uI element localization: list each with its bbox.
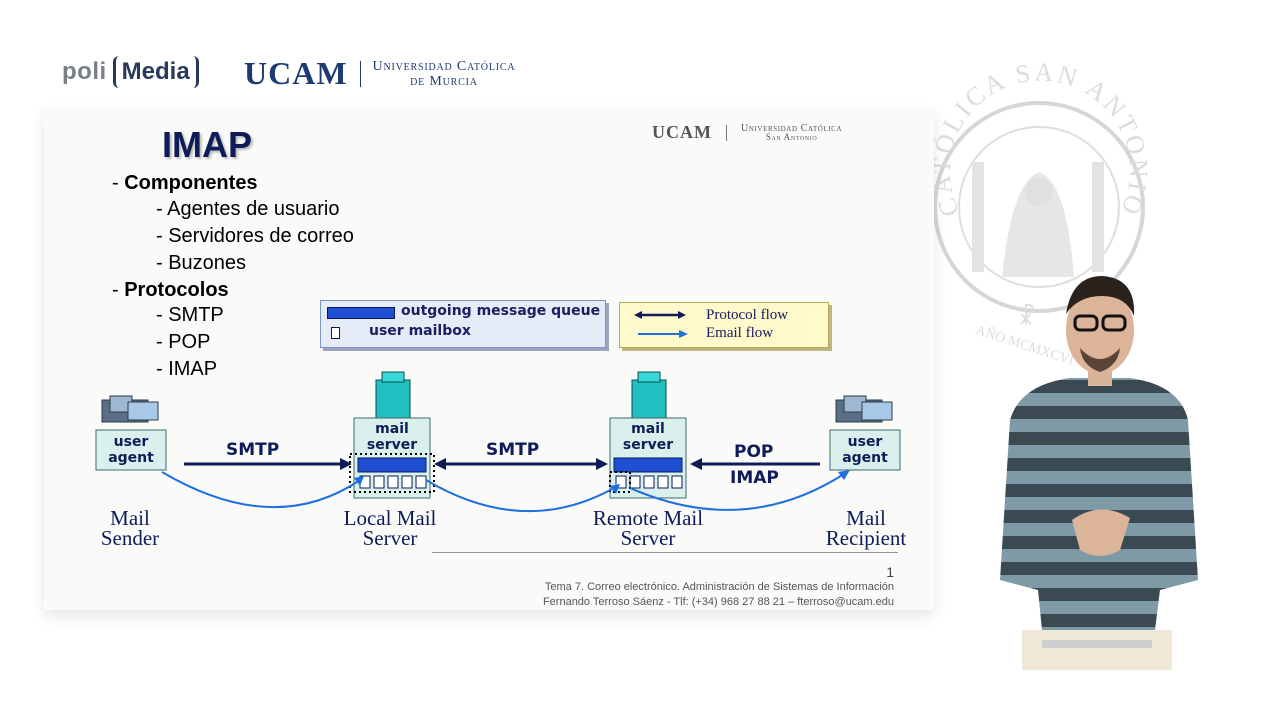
sender-agent-label: user agent xyxy=(108,434,154,466)
local-mailboxes xyxy=(359,475,427,489)
mail-recipient-label: Mail Recipient xyxy=(825,506,907,550)
slide-university-line1: Universidad Católica xyxy=(741,122,843,134)
mailbox-swatch xyxy=(331,327,340,339)
sub-bullet: - SMTP xyxy=(156,304,224,326)
university-line2: de Murcia xyxy=(410,73,478,89)
queue-legend: outgoing message queue user mailbox xyxy=(320,300,606,348)
email-flow-diagram xyxy=(95,371,901,513)
slide-university-line2: San Antonio xyxy=(765,131,818,142)
remote-mail-server-label: Remote Mail Server xyxy=(592,506,704,550)
sub-bullet-label: IMAP xyxy=(168,358,218,380)
protocol-flow-label: Protocol flow xyxy=(706,307,789,323)
queue-swatch xyxy=(327,307,395,319)
footer-line-2: Fernando Terroso Sáenz - Tlf: (+34) 968 … xyxy=(542,596,894,608)
university-line1: Universidad Católica xyxy=(372,58,516,74)
seal-chi-rho-icon: ☧ xyxy=(1018,303,1035,329)
sub-bullet-label: Buzones xyxy=(168,252,247,274)
flow-legend-arrows-icon xyxy=(634,311,688,338)
sub-bullet: - Servidores de correo xyxy=(156,225,354,247)
local-queue-highlight xyxy=(349,453,435,493)
slide-ucam-divider xyxy=(726,124,727,141)
media-text: Media xyxy=(112,56,199,88)
sub-bullet: - Buzones xyxy=(156,252,247,274)
local-outgoing-queue xyxy=(357,457,427,473)
local-mail-server-label: Local Mail Server xyxy=(343,506,437,550)
university-name: Universidad Católica de Murcia xyxy=(373,59,516,89)
slide-ucam-logo: UCAM Universidad Católica San Antonio xyxy=(652,122,842,143)
remote-server-label: mail server xyxy=(622,421,674,453)
local-server-label: mail server xyxy=(366,421,418,453)
ucam-logo: UCAM Universidad Católica de Murcia xyxy=(244,55,515,92)
sender-agent-box xyxy=(95,429,167,471)
recipient-agent-label: user agent xyxy=(842,434,888,466)
queue-legend-label: outgoing message queue xyxy=(401,303,601,319)
ucam-divider xyxy=(359,60,361,87)
bullet-componentes: - Componentes xyxy=(112,172,258,194)
recipient-computer-icon xyxy=(835,395,893,423)
slide-footer: Tema 7. Correo electrónico. Administraci… xyxy=(543,580,894,610)
mail-sender-label: Mail Sender xyxy=(100,506,160,550)
slide-title: IMAP xyxy=(162,124,252,165)
footer-line-1: Tema 7. Correo electrónico. Administraci… xyxy=(544,581,894,593)
pop-label: POP xyxy=(734,442,774,462)
bullet-protocolos-label: Protocolos xyxy=(124,279,229,301)
bullet-componentes-label: Componentes xyxy=(124,172,258,194)
smtp-label-1: SMTP xyxy=(226,440,280,460)
slide-university-name: Universidad Católica San Antonio xyxy=(741,122,843,142)
remote-mailboxes xyxy=(615,475,683,489)
ucam-wordmark: UCAM xyxy=(244,55,348,91)
remote-outgoing-queue xyxy=(613,457,683,473)
mailbox-legend-label: user mailbox xyxy=(369,323,471,339)
sender-computer-icon xyxy=(101,395,159,423)
presenter-figure xyxy=(1000,276,1198,670)
sub-bullet: - IMAP xyxy=(156,358,218,380)
slide-ucam-wordmark: UCAM xyxy=(652,122,712,142)
bullet-protocolos: - Protocolos xyxy=(112,279,229,301)
sub-bullet-label: Agentes de usuario xyxy=(167,198,340,220)
recipient-agent-box xyxy=(829,429,901,471)
smtp-label-2: SMTP xyxy=(486,440,540,460)
imap-label: IMAP xyxy=(730,468,779,488)
flow-legend: Protocol flow Email flow xyxy=(619,302,829,348)
sub-bullet: - POP xyxy=(156,331,211,353)
sub-bullet-label: Servidores de correo xyxy=(168,225,354,247)
slide: UCAM Universidad Católica San Antonio IM… xyxy=(44,108,934,610)
sub-bullet-label: POP xyxy=(168,331,211,353)
polimedia-logo: poli Media xyxy=(62,52,199,92)
remote-mailbox-highlight xyxy=(609,471,631,493)
email-flow-label: Email flow xyxy=(706,325,774,341)
sub-bullet-label: SMTP xyxy=(168,304,224,326)
page-number: 1 xyxy=(886,564,894,580)
poli-text: poli xyxy=(62,58,107,85)
footer-divider xyxy=(432,552,898,553)
sub-bullet: - Agentes de usuario xyxy=(156,198,340,220)
university-seal-watermark: CATÓLICA SAN ANTONIO ☧ AÑO MCMXCVI xyxy=(932,62,1147,369)
